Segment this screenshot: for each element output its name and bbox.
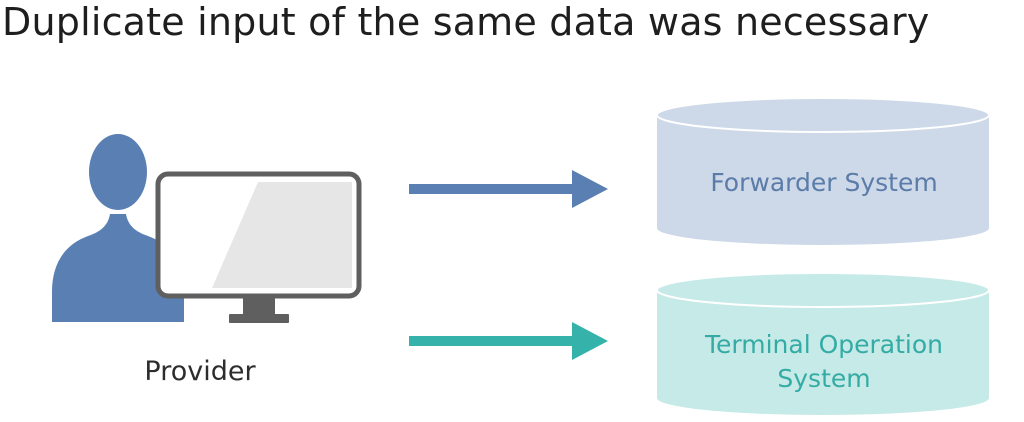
forwarder-system-cylinder: [656, 97, 990, 245]
provider-label: Provider: [144, 356, 256, 387]
person-icon: [52, 134, 184, 322]
terminal-operation-system-label: Terminal Operation System: [704, 330, 943, 393]
forwarder-system-label: Forwarder System: [710, 168, 938, 197]
diagram-title: Duplicate input of the same data was nec…: [2, 0, 930, 44]
arrow-to-terminal: [409, 322, 608, 360]
arrow-to-forwarder: [409, 170, 608, 208]
terminal-operation-system-cylinder: [656, 272, 990, 415]
monitor-icon: [155, 171, 362, 323]
